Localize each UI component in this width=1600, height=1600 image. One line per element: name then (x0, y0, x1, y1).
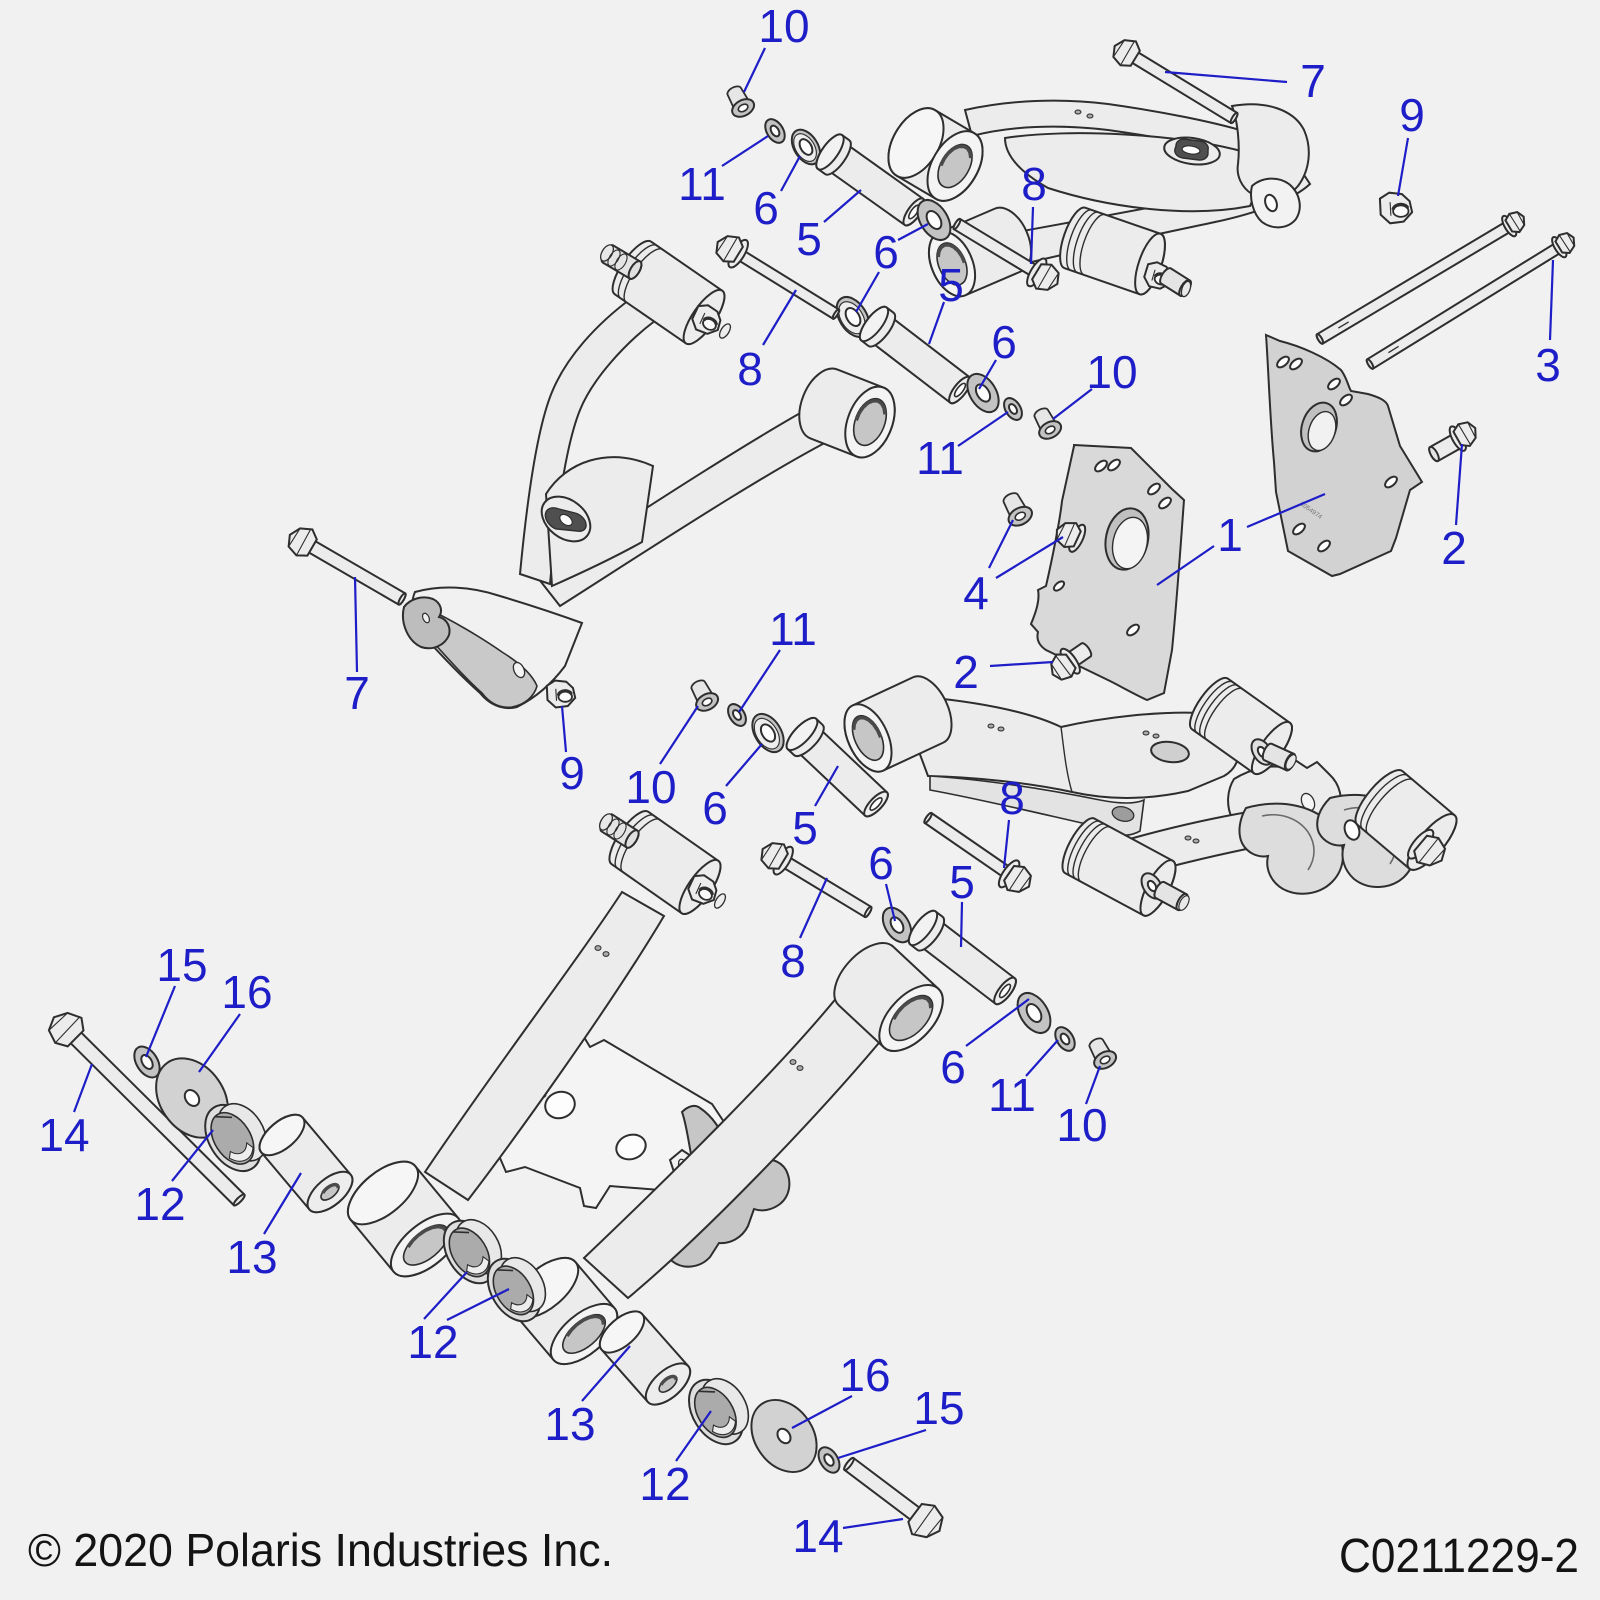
svg-text:8: 8 (780, 935, 806, 987)
svg-text:10: 10 (1086, 346, 1137, 398)
svg-text:6: 6 (873, 226, 899, 278)
svg-text:11: 11 (916, 432, 964, 484)
svg-text:5: 5 (938, 259, 964, 311)
svg-text:11: 11 (678, 158, 726, 210)
svg-text:16: 16 (221, 966, 272, 1018)
svg-text:12: 12 (639, 1458, 690, 1510)
svg-text:10: 10 (1056, 1099, 1107, 1151)
svg-text:16: 16 (839, 1349, 890, 1401)
svg-text:14: 14 (38, 1109, 89, 1161)
svg-text:5: 5 (796, 213, 822, 265)
svg-text:10: 10 (625, 761, 676, 813)
svg-text:13: 13 (226, 1231, 277, 1283)
svg-text:1: 1 (1217, 509, 1243, 561)
svg-text:15: 15 (913, 1382, 964, 1434)
svg-text:8: 8 (1021, 158, 1047, 210)
svg-text:13: 13 (544, 1398, 595, 1450)
svg-text:6: 6 (940, 1041, 966, 1093)
svg-text:9: 9 (559, 747, 585, 799)
svg-text:11: 11 (988, 1069, 1036, 1121)
svg-text:5: 5 (792, 802, 818, 854)
svg-text:11: 11 (769, 603, 817, 655)
svg-text:2: 2 (953, 646, 979, 698)
svg-text:7: 7 (344, 667, 370, 719)
svg-text:© 2020 Polaris Industries Inc.: © 2020 Polaris Industries Inc. (28, 1524, 613, 1576)
svg-text:7: 7 (1300, 55, 1326, 107)
svg-text:6: 6 (991, 316, 1017, 368)
svg-text:8: 8 (737, 343, 763, 395)
svg-text:12: 12 (134, 1178, 185, 1230)
svg-text:5: 5 (949, 856, 975, 908)
svg-text:10: 10 (758, 0, 809, 52)
svg-text:4: 4 (963, 567, 989, 619)
svg-text:C0211229-2: C0211229-2 (1339, 1530, 1579, 1583)
svg-text:15: 15 (156, 939, 207, 991)
svg-text:12: 12 (407, 1316, 458, 1368)
svg-text:6: 6 (753, 182, 779, 234)
svg-text:3: 3 (1535, 339, 1561, 391)
svg-text:6: 6 (868, 837, 894, 889)
svg-text:9: 9 (1399, 89, 1425, 141)
svg-text:8: 8 (999, 772, 1025, 824)
svg-text:14: 14 (792, 1510, 843, 1562)
svg-text:2: 2 (1441, 522, 1467, 574)
svg-text:6: 6 (702, 782, 728, 834)
